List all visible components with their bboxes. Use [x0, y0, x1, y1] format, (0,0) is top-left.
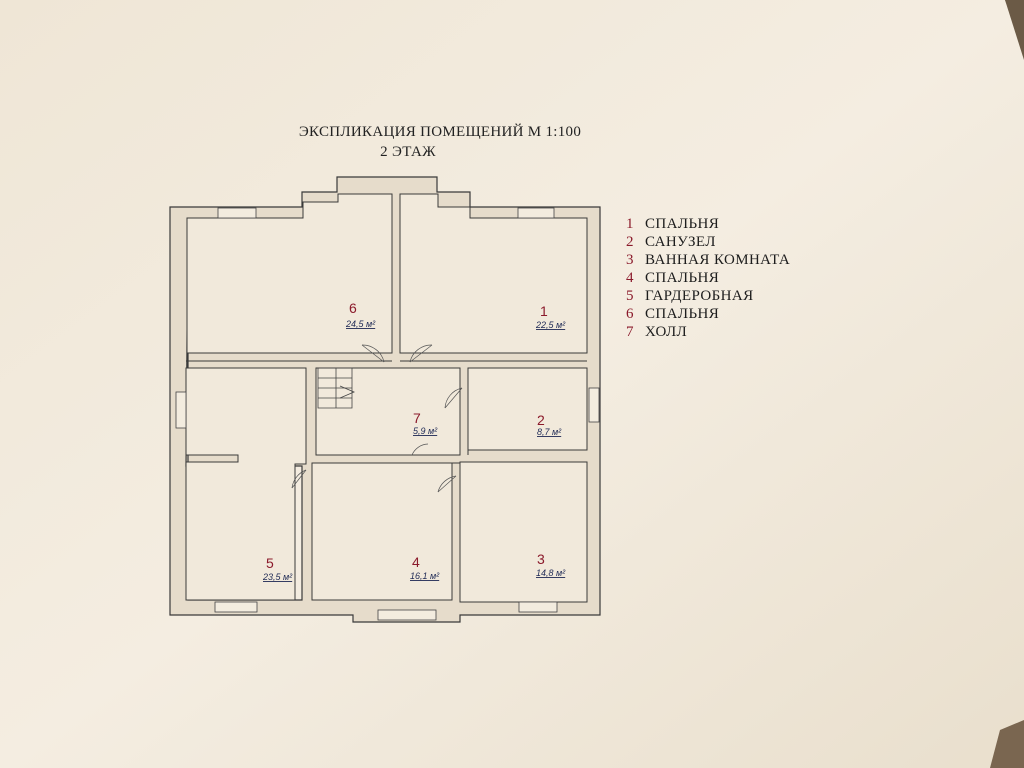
- legend-label: СПАЛЬНЯ: [645, 306, 719, 322]
- window: [217, 207, 257, 219]
- legend-number: 6: [626, 306, 634, 322]
- window: [518, 601, 558, 613]
- room-area: 22,5 м²: [535, 320, 566, 330]
- legend: 1 СПАЛЬНЯ 2 САНУЗЕЛ 3 ВАННАЯ КОМНАТА 4 С…: [626, 216, 790, 340]
- legend-label: СПАЛЬНЯ: [645, 270, 719, 286]
- room-3-floor: [459, 461, 588, 603]
- room-area: 23,5 м²: [262, 572, 293, 582]
- plan-title: ЭКСПЛИКАЦИЯ ПОМЕЩЕНИЙ М 1:100: [299, 123, 581, 140]
- window: [517, 207, 555, 219]
- legend-number: 4: [626, 270, 634, 286]
- room-area: 14,8 м²: [536, 568, 566, 578]
- staircase: [317, 367, 356, 409]
- window: [588, 387, 600, 423]
- legend-number: 1: [626, 216, 634, 232]
- window: [377, 609, 437, 621]
- windows: [175, 207, 600, 621]
- interior-walls: [186, 194, 587, 602]
- room-area: 5,9 м²: [413, 426, 438, 436]
- room-area: 24,5 м²: [345, 319, 376, 329]
- window: [214, 601, 258, 613]
- door-swings: [291, 344, 463, 493]
- room-area: 16,1 м²: [410, 571, 440, 581]
- legend-label: СПАЛЬНЯ: [645, 216, 719, 232]
- room-area: 8,7 м²: [537, 427, 562, 437]
- legend-number: 3: [626, 252, 634, 268]
- room-number: 4: [412, 554, 420, 570]
- window: [175, 391, 187, 429]
- room-number: 7: [413, 410, 421, 426]
- room-number: 1: [540, 303, 548, 319]
- legend-label: САНУЗЕЛ: [645, 234, 716, 250]
- background-corner-bottom: [990, 720, 1024, 768]
- legend-label: ГАРДЕРОБНАЯ: [645, 288, 754, 304]
- room-number: 6: [349, 300, 357, 316]
- plan-subtitle: 2 ЭТАЖ: [380, 144, 436, 160]
- room-number: 3: [537, 551, 545, 567]
- background-corner: [1005, 0, 1024, 60]
- legend-number: 5: [626, 288, 634, 304]
- legend-number: 2: [626, 234, 634, 250]
- legend-number: 7: [626, 324, 634, 340]
- room-number: 5: [266, 555, 274, 571]
- floor-plan: [169, 176, 601, 623]
- room-number: 2: [537, 412, 545, 428]
- legend-label: ХОЛЛ: [645, 324, 687, 340]
- legend-label: ВАННАЯ КОМНАТА: [645, 252, 790, 268]
- room-7-floor: [315, 367, 461, 456]
- room-5-floor: [185, 367, 307, 601]
- room-2-floor: [467, 367, 588, 451]
- room-labels: 6 24,5 м² 1 22,5 м² 7 5,9 м² 2 8,7 м² 5 …: [262, 300, 566, 582]
